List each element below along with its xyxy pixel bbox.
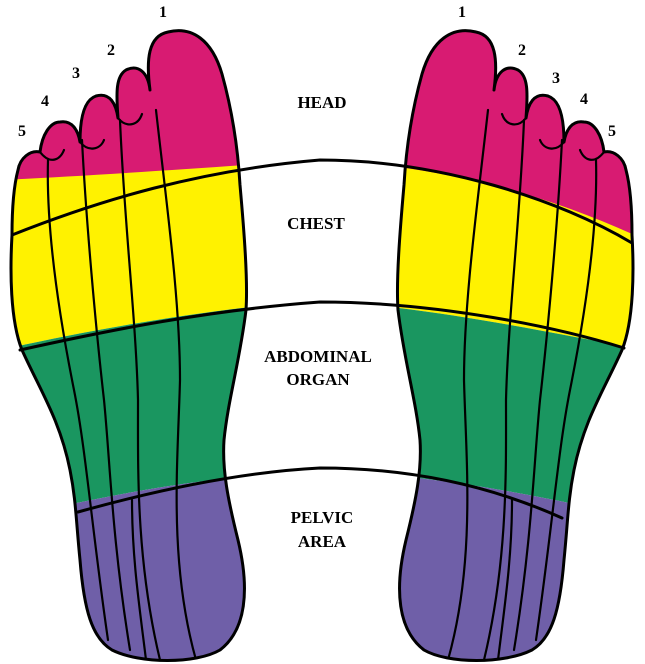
right-toe-number-5: 5 [608, 123, 616, 140]
left-pelvic-zone [11, 470, 247, 661]
right-foot-outline [395, 29, 635, 662]
right-zone-lines [446, 108, 598, 661]
right-toe-number-3: 3 [552, 70, 560, 87]
left-toe-numbers: 1 2 3 4 5 [18, 4, 167, 140]
abdominal-pelvic-divider [76, 466, 564, 520]
left-toe-number-2: 2 [107, 42, 115, 59]
zone-label-abdominal: ABDOMINAL [264, 347, 372, 366]
zone-label-area: AREA [298, 532, 347, 551]
right-pelvic-zone [397, 470, 633, 661]
left-foot [11, 30, 247, 661]
right-toe-outlines [500, 112, 606, 161]
left-toe-number-3: 3 [72, 65, 80, 82]
zone-label-pelvic: PELVIC [291, 508, 354, 527]
right-foot [397, 30, 633, 661]
right-toe-number-1: 1 [458, 4, 466, 21]
left-foot-outline [9, 29, 249, 662]
left-toe-number-5: 5 [18, 123, 26, 140]
left-toe-number-1: 1 [159, 4, 167, 21]
left-toe-outlines [38, 112, 144, 161]
left-toe-number-4: 4 [41, 93, 49, 110]
right-toe-number-4: 4 [580, 91, 588, 108]
left-zone-lines [46, 108, 198, 661]
head-chest-divider [10, 158, 634, 245]
zone-label-chest: CHEST [287, 214, 345, 233]
zone-label-organ: ORGAN [286, 370, 350, 389]
left-chest-zone [11, 160, 247, 350]
right-toe-numbers: 1 2 3 4 5 [458, 4, 616, 140]
right-toe-number-2: 2 [518, 42, 526, 59]
chest-abdominal-divider [18, 300, 626, 352]
zone-label-head: HEAD [297, 93, 346, 112]
